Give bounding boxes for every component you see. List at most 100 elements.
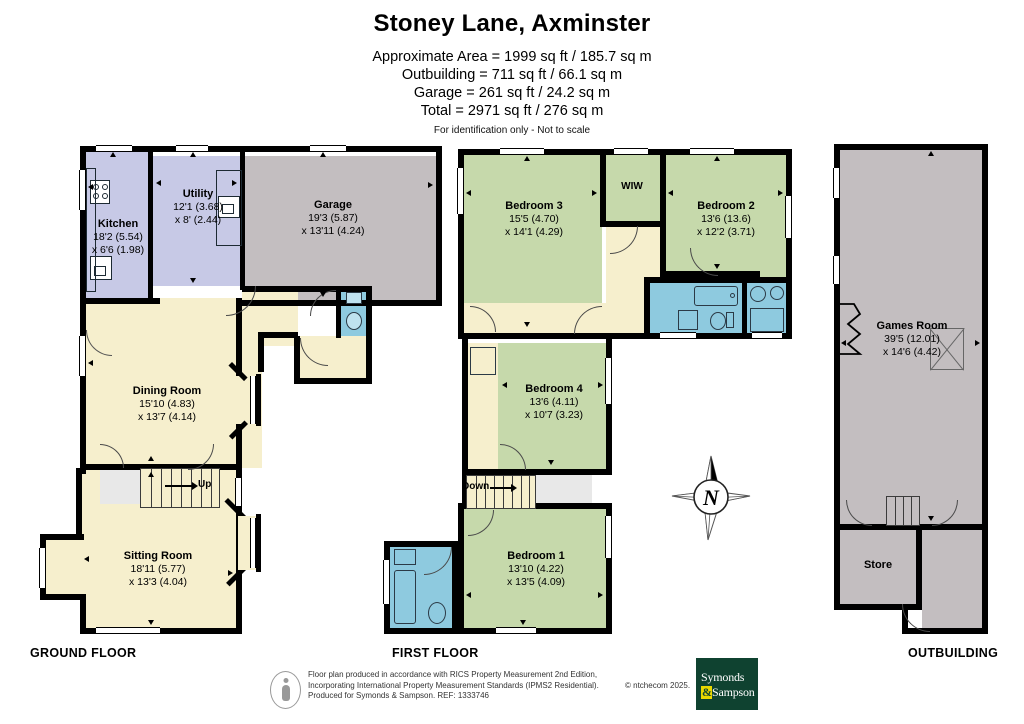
zigzag-marker	[838, 303, 863, 362]
ensuite2-shower-icon	[750, 308, 784, 332]
tick-b4-right	[598, 382, 603, 388]
first-wall-b1-left	[458, 503, 464, 633]
garage-dim2: x 13'11 (4.24)	[301, 225, 365, 237]
bedroom1-window-right	[605, 516, 612, 558]
garage-area	[244, 156, 440, 303]
room-label-bedroom1: Bedroom 1 13'10 (4.22) x 13'5 (4.09)	[478, 550, 594, 589]
first-wall-b1-top-stub	[462, 503, 612, 509]
games-room-dim1: 39'5 (12.01)	[884, 333, 940, 345]
first-landing-fill	[534, 473, 592, 507]
kitchen-sink-basin	[94, 266, 106, 276]
tick-sitting-right	[228, 570, 233, 576]
tick-b1-right	[598, 592, 603, 598]
first-wall-landing-mid	[466, 469, 612, 475]
tick-b2-bottom	[714, 264, 720, 269]
ground-wall-mid-horizontal	[80, 464, 242, 470]
wardrobe-icon	[470, 347, 496, 375]
room-label-games-room: Games Room 39'5 (12.01) x 14'6 (4.42)	[856, 320, 968, 359]
kitchen-counter-left	[86, 168, 96, 292]
bedroom4-name: Bedroom 4	[525, 383, 583, 395]
ensuite1-basin-icon	[394, 549, 416, 565]
stairs-down-label: Down	[462, 481, 490, 492]
sitting-bay-right	[256, 514, 261, 572]
utility-name: Utility	[182, 188, 214, 200]
down-arrow-line	[490, 487, 512, 489]
hob-ring-2	[102, 184, 108, 190]
tick-kitchen-left	[88, 184, 93, 190]
room-label-bedroom3: Bedroom 3 15'5 (4.70) x 14'1 (4.29)	[478, 200, 590, 239]
first-wall-b4-right2	[606, 503, 612, 633]
up-arrow-line	[165, 485, 193, 487]
copyright-text: © ntchecom 2025.	[625, 681, 691, 690]
dining-name: Dining Room	[132, 385, 202, 397]
ground-wall-garage-right	[436, 146, 442, 306]
page-title: Stoney Lane, Axminster	[373, 10, 651, 37]
kitchen-window-left	[79, 170, 86, 210]
kitchen-dim2: x 6'6 (1.98)	[91, 244, 145, 256]
tick-garage-top	[320, 152, 326, 157]
sitting-dim1: 18'11 (5.77)	[130, 563, 186, 575]
tick-sitting-top	[148, 472, 154, 477]
first-wall-b4-left	[462, 339, 468, 509]
games-window-left-2	[833, 256, 840, 284]
games-window-left-1	[833, 168, 840, 198]
dining-bay-window	[250, 376, 256, 424]
logo-amp-highlight	[701, 686, 712, 699]
shower-tray-icon	[678, 310, 698, 330]
tick-utility-left	[156, 180, 161, 186]
hob-ring-3	[93, 193, 99, 199]
bathroom-toilet-cistern	[726, 312, 734, 328]
utility-window-top	[176, 145, 208, 152]
room-label-sitting: Sitting Room 18'11 (5.77) x 13'3 (4.04)	[100, 550, 216, 589]
out-wall-store-bottom	[834, 604, 922, 610]
bedroom3-window-top	[500, 148, 544, 155]
utility-dim1: 12'1 (3.68)	[173, 201, 223, 213]
out-wall-right	[982, 144, 988, 634]
tick-sitting-left	[84, 556, 89, 562]
utility-sink-basin	[222, 204, 234, 214]
sitting-name: Sitting Room	[123, 550, 193, 562]
area-line-3: Garage = 261 sq ft / 24.2 sq m	[413, 85, 611, 101]
bedroom3-window-left	[457, 168, 464, 214]
room-label-bedroom2: Bedroom 2 13'6 (13.6) x 12'2 (3.71)	[670, 200, 782, 239]
garage-name: Garage	[314, 199, 352, 211]
first-wall-wiw-right	[660, 149, 666, 277]
footer-line-3: Produced for Symonds & Sampson. REF: 133…	[308, 691, 489, 700]
bedroom3-dim1: 15'5 (4.70)	[509, 213, 559, 225]
first-wall-bath-top	[644, 277, 792, 283]
ground-wall-top	[80, 146, 442, 152]
bathroom-toilet-icon	[710, 312, 726, 330]
bedroom2-name: Bedroom 2	[697, 200, 755, 212]
garage-window-top	[310, 145, 346, 152]
kitchen-partition	[148, 150, 153, 302]
kitchen-name: Kitchen	[97, 218, 139, 230]
first-stairs	[466, 475, 536, 509]
page-header: Stoney Lane, Axminster Approximate Area …	[0, 10, 1024, 136]
bedroom1-dim1: 13'10 (4.22)	[508, 563, 564, 575]
footer-text: Floor plan produced in accordance with R…	[308, 670, 599, 702]
ensuite1-toilet-icon	[428, 602, 446, 624]
bath-tub-icon	[694, 286, 738, 306]
symonds-sampson-logo: Symonds & Sampson	[696, 658, 758, 710]
compass-rose: N	[668, 452, 754, 544]
footer-line-1: Floor plan produced in accordance with R…	[308, 670, 598, 679]
tick-kitchen-top	[110, 152, 116, 157]
stairs-up-label: Up	[198, 479, 212, 490]
ground-wall-kitchen-bottom	[80, 298, 160, 304]
tick-b1-left	[466, 592, 471, 598]
out-wall-store-right	[916, 524, 922, 610]
ground-understairs	[100, 470, 140, 504]
first-wall-bath-left	[644, 277, 650, 337]
area-line-4: Total = 2971 sq ft / 276 sq m	[420, 103, 604, 119]
hob-ring-1	[93, 184, 99, 190]
first-wall-landing-bottom	[458, 333, 608, 339]
ground-wall-lobby-left	[294, 336, 300, 384]
footer-line-2: Incorporating International Property Mea…	[308, 680, 599, 690]
first-wall-bedroom2-bottom	[606, 333, 792, 339]
ground-wall-bottom	[80, 628, 242, 634]
first-wall-right-upper	[786, 149, 792, 339]
outbuilding-plan: Games Room 39'5 (12.01) x 14'6 (4.42) St…	[833, 144, 988, 634]
ensuite2-toilet-icon	[770, 286, 784, 300]
utility-area	[152, 156, 244, 286]
area-line-2: Outbuilding = 711 sq ft / 66.1 sq m	[401, 67, 623, 83]
